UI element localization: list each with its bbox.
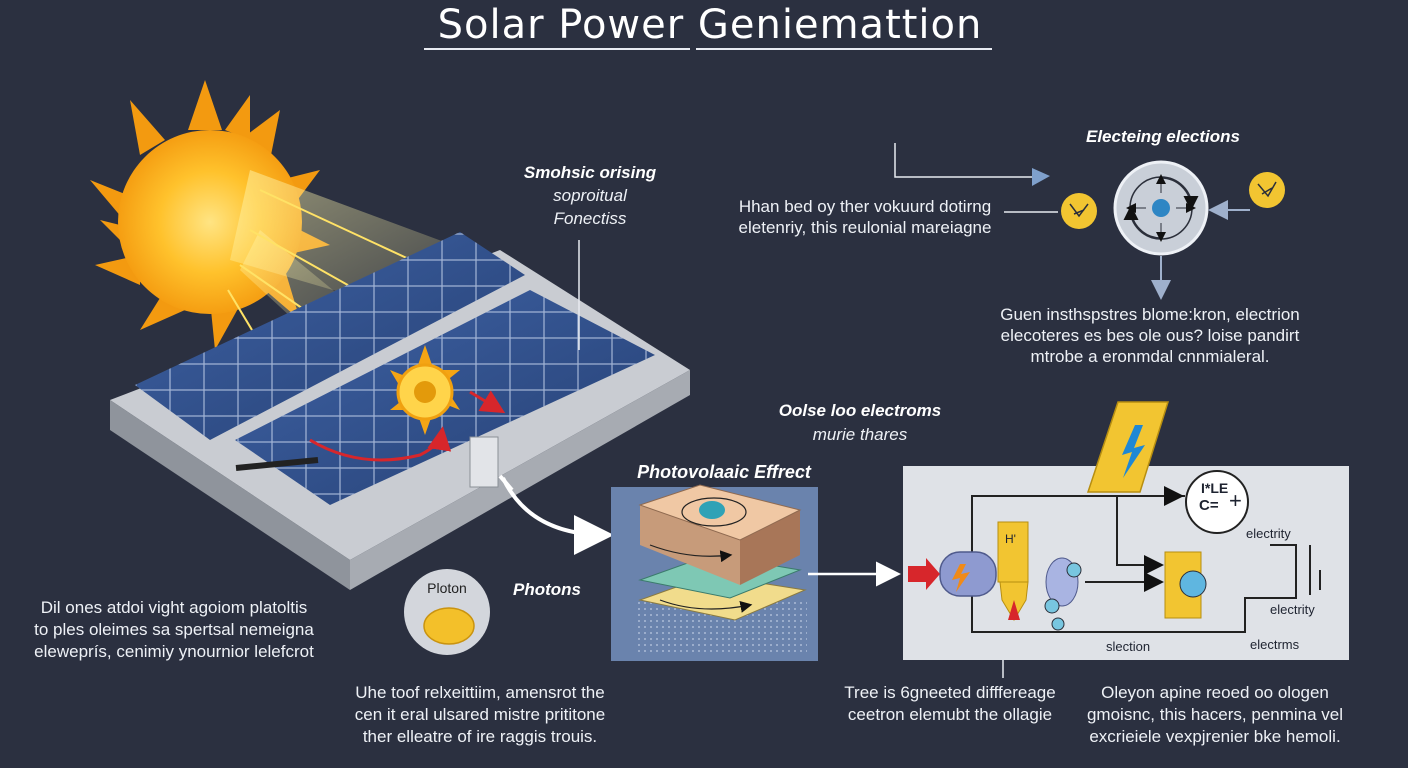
label-guen-line1: Guen insthspstres blome:kron, electrion (1000, 305, 1300, 324)
label-smohsic-line2: soproitual (553, 186, 627, 205)
circuit-label-h: H' (1005, 532, 1016, 546)
solar-panel-array (110, 232, 690, 590)
label-oleyon-block-line3: excrieiele vexpjrenier bke hemoli. (1089, 727, 1341, 746)
circuit-meter-label-top: I*LE (1201, 480, 1229, 496)
label-tree-block-line1: Tree is 6gneeted difffereage (844, 683, 1056, 702)
label-photovoltaic-effect: Photovolaaic Effrect (637, 462, 811, 482)
circuit-label-slection: slection (1106, 639, 1151, 654)
label-hhan-line2: eletenriy, this reulonial mareiagne (738, 218, 992, 237)
label-photon-bubble: Ploton (427, 580, 467, 596)
circuit-label-electrity-bottom: electrity (1270, 602, 1315, 617)
electron-flow-arrows (309, 390, 506, 462)
label-smohsic-line3: Fonectiss (553, 209, 627, 228)
label-center-block-line2: cen it eral ulsared mistre prititone (354, 705, 606, 724)
page-title: Solar Power Geniemattion (437, 2, 983, 48)
circuit-label-electrity-top: electrity (1246, 526, 1291, 541)
label-oleyon-block-line1: Oleyon apine reoed oo ologen (1101, 683, 1329, 702)
electron-particle-right (1249, 172, 1285, 208)
label-oleyon-block-line2: gmoisnc, this hacers, penmina vel (1086, 705, 1344, 724)
title-underline-left (424, 48, 690, 50)
photon-bubble (404, 569, 490, 655)
label-smohsic-heading: Smohsic orising (523, 163, 657, 182)
label-guen-line3: mtrobe a eronmdal cnnmialeral. (1030, 347, 1270, 366)
label-left-block-line3: eleweprís, cenimiy ynournior lelefcrot (34, 642, 314, 661)
label-hhan-line1: Hhan bed oy ther vokuurd dotirng (738, 197, 992, 216)
atom-diagram (1113, 160, 1250, 300)
circuit-label-electrms: electrms (1250, 637, 1300, 652)
label-left-block-line1: Dil ones atdoi vight agoiom platoltis (40, 598, 308, 617)
title-underline-right (696, 48, 992, 50)
label-oolse-line2: murie thares (812, 425, 908, 444)
photon-burst-icon (390, 345, 460, 435)
label-tree-block-line2: ceetron elemubt the ollagie (847, 705, 1053, 724)
pointer-arrow-icon (1032, 168, 1050, 186)
circuit-panel (903, 401, 1349, 660)
circuit-meter-label-bottom: C= (1199, 497, 1219, 514)
circuit-meter-plus: + (1229, 488, 1242, 513)
label-center-block-line3: ther elleatre of ire raggis trouis. (362, 727, 598, 746)
connector-arrow-tail (498, 474, 514, 492)
label-left-block-line2: to ples oleimes sa spertsal nemeigna (34, 620, 314, 639)
label-photons: Photons (513, 580, 581, 599)
electron-particle-left (1061, 193, 1097, 229)
label-guen-line2: elecoteres es bes ole ous? loise pandirt (1000, 326, 1300, 345)
label-electing-title: Electeing elections (1086, 127, 1240, 146)
label-oolse-heading: Oolse loo electroms (778, 401, 942, 420)
photovoltaic-layers-panel (611, 484, 818, 661)
label-center-block-line1: Uhe toof relxeittiim, amensrot the (355, 683, 605, 702)
